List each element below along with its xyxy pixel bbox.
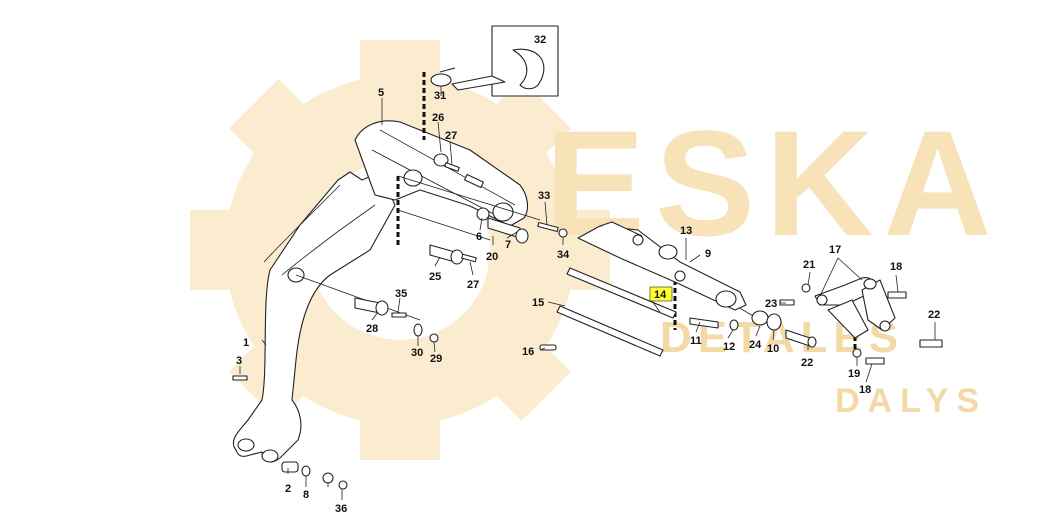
callout-26: 26 [432, 112, 444, 124]
callout-11: 11 [690, 335, 702, 347]
callout-31: 31 [434, 90, 446, 102]
callout-3: 3 [236, 355, 242, 367]
callout-33: 33 [538, 190, 550, 202]
callout-15: 15 [532, 297, 544, 309]
callout-25: 25 [429, 271, 441, 283]
callout-30: 30 [411, 347, 423, 359]
lever-bracket [577, 221, 747, 311]
callout-32: 32 [534, 34, 546, 46]
callout-14-highlight [649, 286, 673, 302]
callout-22-bottom: 22 [801, 357, 813, 369]
callout-27-top: 27 [445, 130, 457, 142]
callout-21: 21 [803, 259, 815, 271]
boom-arm [232, 171, 396, 463]
detail-inset [451, 25, 559, 97]
callout-labels: 1 2 3 5 6 7 8 9 10 11 12 13 14 15 16 17 … [236, 34, 940, 515]
rods [539, 267, 817, 357]
callout-9: 9 [705, 248, 711, 260]
callout-23: 23 [765, 298, 777, 310]
callout-14: 14 [654, 289, 667, 301]
callout-19: 19 [848, 368, 860, 380]
watermark-sub2: DALYS [835, 382, 987, 420]
callout-35: 35 [395, 288, 407, 300]
callout-8: 8 [303, 489, 309, 501]
callout-22-right: 22 [928, 309, 940, 321]
callout-16: 16 [522, 346, 534, 358]
callout-28: 28 [366, 323, 378, 335]
callout-27-bottom: 27 [467, 279, 479, 291]
hardware-parts [232, 67, 568, 490]
callout-34: 34 [557, 249, 570, 261]
callout-12: 12 [723, 341, 735, 353]
callout-29: 29 [430, 353, 442, 365]
callout-2: 2 [285, 483, 291, 495]
callout-leaders [239, 86, 936, 500]
callout-18-bottom: 18 [859, 384, 871, 396]
linkage-17 [779, 277, 943, 365]
callout-7: 7 [505, 239, 511, 251]
callout-5: 5 [378, 87, 384, 99]
callout-1: 1 [243, 337, 249, 349]
callout-24: 24 [749, 339, 762, 351]
callout-17: 17 [829, 244, 841, 256]
callout-36: 36 [335, 503, 347, 515]
callout-18-top: 18 [890, 261, 902, 273]
callout-13: 13 [680, 225, 692, 237]
callout-20: 20 [486, 251, 498, 263]
callout-10: 10 [767, 343, 779, 355]
callout-6: 6 [476, 231, 482, 243]
